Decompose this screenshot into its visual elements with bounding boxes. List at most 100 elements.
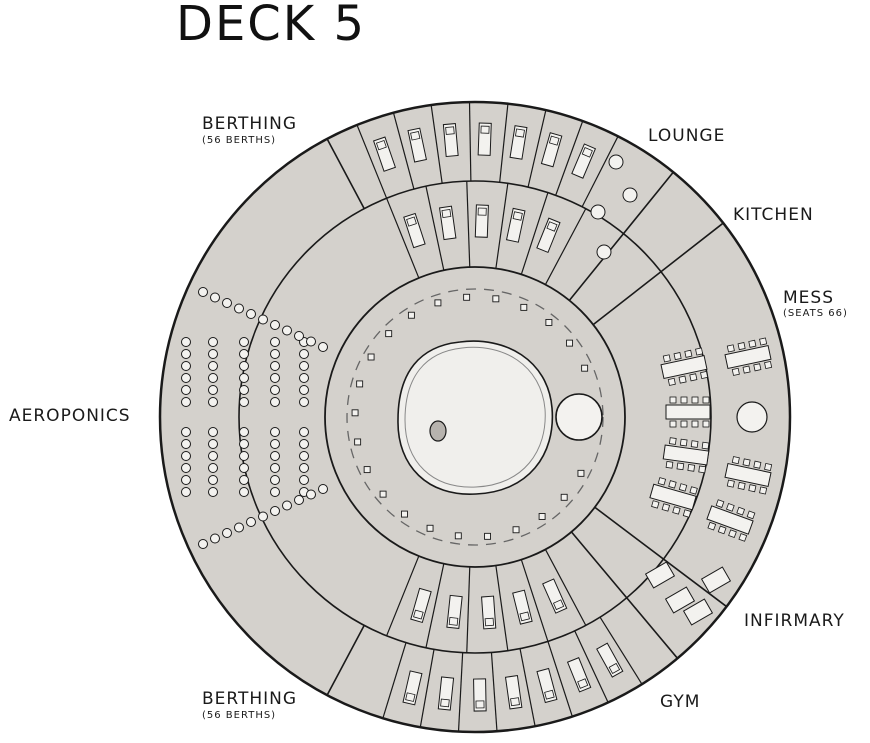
partition-wall <box>555 120 584 196</box>
walkway-marker <box>566 339 574 347</box>
walkway-marker <box>367 353 375 361</box>
plant <box>181 451 191 461</box>
plant <box>208 397 218 407</box>
partition-wall <box>592 222 724 326</box>
plant <box>208 337 218 347</box>
plant <box>181 439 191 449</box>
plant <box>299 397 309 407</box>
mess-table <box>724 337 773 376</box>
plant <box>299 451 309 461</box>
bunk <box>410 587 432 624</box>
mess-table <box>665 396 711 428</box>
walkway-marker <box>363 466 371 474</box>
plant <box>299 349 309 359</box>
walkway-marker <box>454 532 462 540</box>
plant <box>299 475 309 485</box>
walkway-marker <box>484 532 491 540</box>
mess-capacity: (SEATS 66) <box>783 308 848 319</box>
plant <box>270 463 280 473</box>
lounge-table <box>596 244 612 260</box>
partition-wall <box>519 648 536 727</box>
partition-wall <box>392 112 415 190</box>
plant <box>181 397 191 407</box>
plant <box>208 427 218 437</box>
plant <box>208 373 218 383</box>
plant <box>318 484 328 494</box>
walkway-marker <box>401 510 408 518</box>
partition-wall <box>495 183 509 269</box>
plant <box>306 336 316 347</box>
bunk <box>571 143 597 179</box>
plant <box>239 487 249 497</box>
bunk <box>477 122 492 156</box>
plant <box>208 451 218 461</box>
lounge-table <box>622 187 638 203</box>
partition-wall <box>356 124 388 199</box>
plant <box>258 314 268 325</box>
partition-wall <box>386 555 420 637</box>
plant <box>198 539 208 549</box>
partition-wall <box>520 559 549 642</box>
mess-table <box>662 437 710 474</box>
bunk <box>473 678 487 712</box>
plant <box>239 427 249 437</box>
plant <box>299 439 309 449</box>
partition-wall <box>544 208 587 285</box>
plant <box>282 500 292 511</box>
walkway-marker <box>560 493 568 501</box>
bunk <box>407 127 427 163</box>
plant <box>270 349 280 359</box>
mess-label: MESS <box>783 288 834 308</box>
bunk <box>509 125 528 160</box>
berthing-bottom-capacity: (56 BERTHS) <box>202 710 277 721</box>
lounge-table <box>590 204 606 220</box>
lounge-table <box>608 154 624 170</box>
plant <box>270 385 280 395</box>
partition-wall <box>386 197 420 279</box>
walkway-marker <box>434 299 442 307</box>
plant <box>181 487 191 497</box>
plant <box>222 298 232 308</box>
plant <box>181 361 191 371</box>
plant <box>246 309 256 319</box>
plant <box>210 292 220 303</box>
round-column <box>555 393 603 441</box>
bunk <box>540 132 563 168</box>
walkway-marker <box>520 303 528 311</box>
sector-walls <box>326 102 728 732</box>
plant <box>270 397 280 407</box>
bunk <box>474 204 489 238</box>
plant <box>270 487 280 497</box>
plant <box>294 331 304 341</box>
partition-wall <box>425 186 445 271</box>
kitchen-label: KITCHEN <box>733 205 814 225</box>
plant <box>270 361 280 371</box>
infirmary-bed <box>664 586 696 614</box>
walkway-marker <box>538 513 546 520</box>
plant <box>208 349 218 359</box>
plant <box>210 533 220 544</box>
bunk <box>512 589 533 625</box>
walkway-marker <box>577 469 585 477</box>
plant <box>299 373 309 383</box>
plant <box>270 475 280 485</box>
pool-inner-edge <box>404 346 546 488</box>
plant <box>239 361 249 371</box>
central-pool <box>397 340 554 495</box>
plant <box>299 427 309 437</box>
bunk <box>438 205 457 241</box>
infirmary-label: INFIRMARY <box>744 611 845 631</box>
partition-wall <box>466 181 471 268</box>
aeroponics-label: AEROPONICS <box>9 406 131 426</box>
pool-rock <box>429 420 447 442</box>
walkway-marker <box>545 318 553 326</box>
plant <box>270 427 280 437</box>
partition-wall <box>574 630 609 703</box>
bunk <box>536 217 561 254</box>
plant <box>270 337 280 347</box>
plant <box>181 463 191 473</box>
plant <box>299 385 309 395</box>
walkway-marker <box>512 526 520 534</box>
partition-wall <box>547 641 573 717</box>
